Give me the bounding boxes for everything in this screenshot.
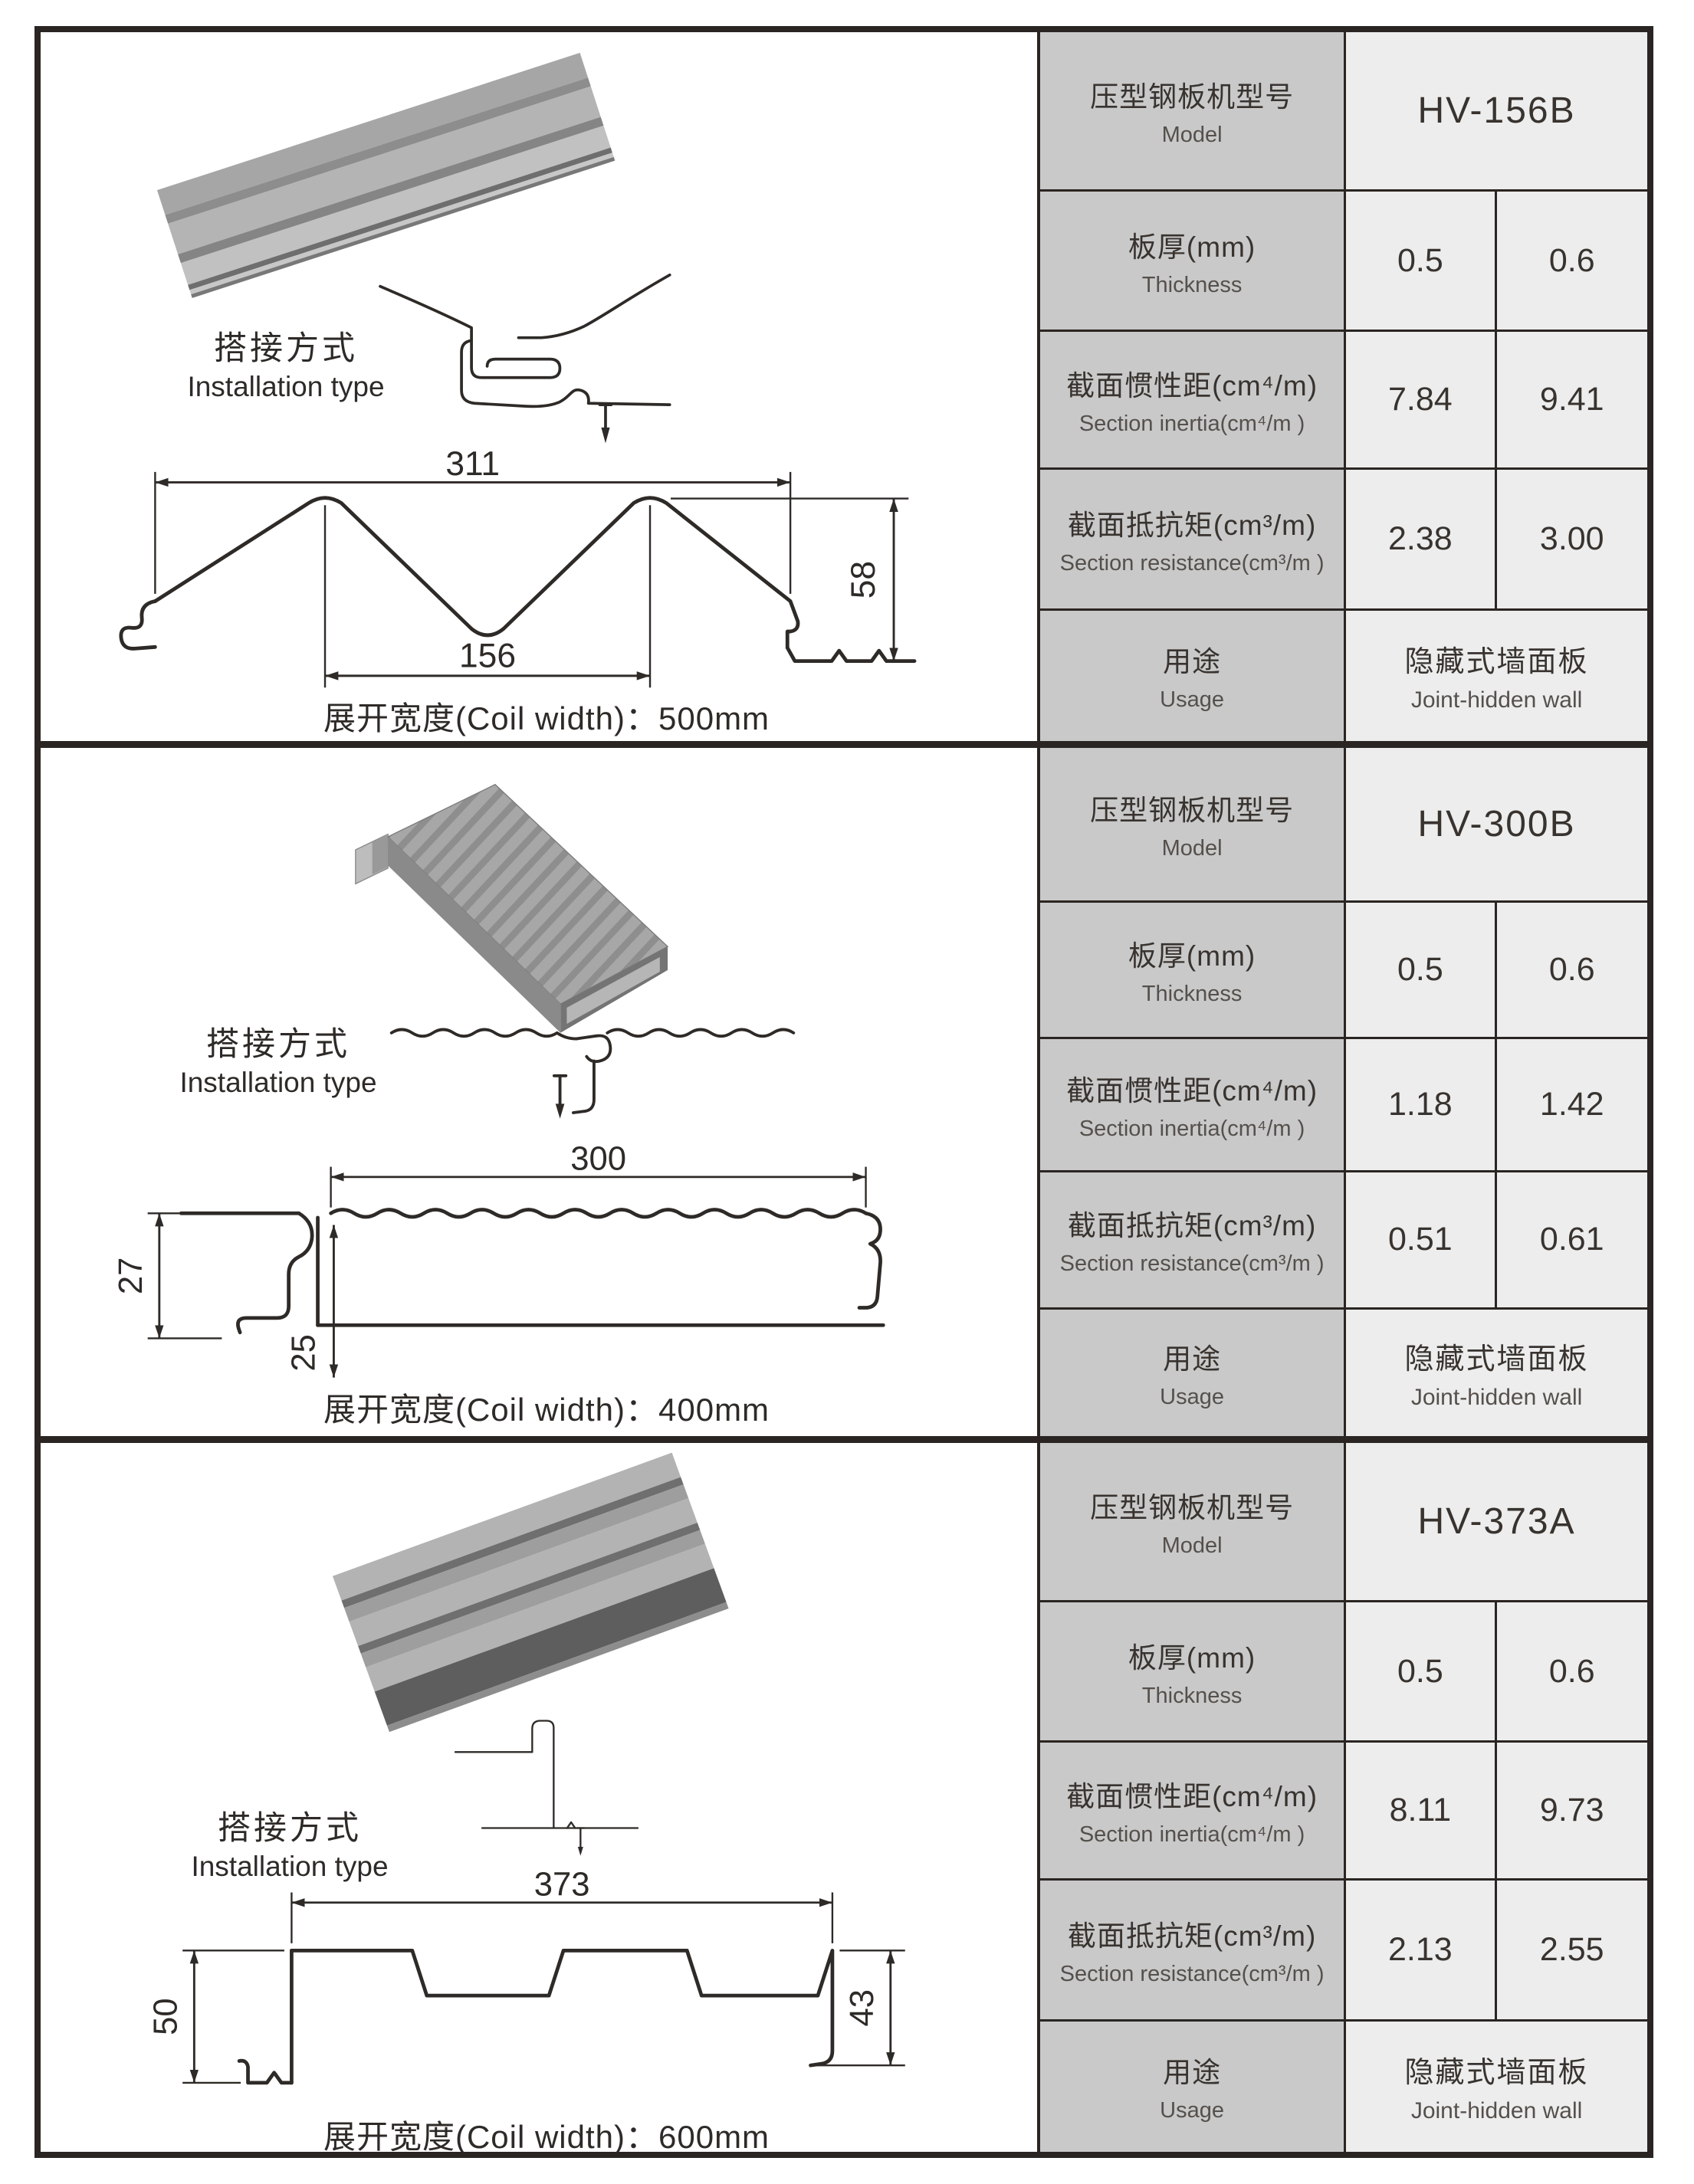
installation-diagram: [389, 1028, 796, 1119]
row-thickness-label: 板厚(mm) Thickness: [1040, 903, 1347, 1039]
spec-table-hv156b: 压型钢板机型号 Model HV-156B 板厚(mm) Thickness 0…: [1037, 32, 1647, 741]
row-usage-label: 用途 Usage: [1040, 610, 1347, 741]
installation-label: 搭接方式 Installation type: [152, 1802, 428, 1883]
usage-value: 隐藏式墙面板 Joint-hidden wall: [1346, 610, 1647, 741]
inertia-value-2: 1.42: [1496, 1038, 1647, 1173]
resistance-value-2: 2.55: [1496, 1880, 1647, 2022]
profile-diagram: 373 50 43: [148, 1871, 905, 2085]
thickness-value-1: 0.5: [1346, 903, 1497, 1039]
installation-label: 搭接方式 Installation type: [140, 1018, 416, 1099]
installation-label-en: Installation type: [179, 1066, 377, 1098]
profile-diagram: 311 156 58: [119, 450, 917, 688]
panel-3d-view: [156, 52, 616, 298]
installation-diagram: [379, 273, 671, 444]
thickness-value-2: 0.6: [1496, 903, 1647, 1039]
dim-left-height: 27: [113, 1258, 149, 1295]
dim-width: 300: [570, 1146, 626, 1177]
resistance-value-2: 3.00: [1496, 469, 1647, 611]
profile-diagram: 300 27 25: [113, 1146, 885, 1378]
row-inertia-label: 截面惯性距(cm⁴/m) Section inertia(cm⁴/m ): [1040, 1743, 1347, 1881]
coil-width-text: 展开宽度(Coil width)：600mm: [323, 2119, 770, 2153]
inertia-value-1: 1.18: [1346, 1038, 1497, 1173]
spec-table-hv373a: 压型钢板机型号 Model HV-373A 板厚(mm) Thickness 0…: [1037, 1443, 1647, 2153]
row-model-label: 压型钢板机型号 Model: [1040, 1443, 1347, 1603]
section-hv373a: 搭接方式 Installation type 373: [41, 1436, 1647, 2153]
coil-width-text: 展开宽度(Coil width)：500mm: [323, 700, 770, 736]
thickness-value-1: 0.5: [1346, 192, 1497, 333]
inertia-value-1: 8.11: [1346, 1743, 1497, 1881]
installation-diagram: [454, 1720, 639, 1856]
resistance-value-1: 0.51: [1346, 1172, 1497, 1310]
dim-inner-height: 25: [286, 1334, 323, 1372]
dim-left-height: 50: [148, 1998, 185, 2035]
panel-3d-view: [355, 783, 669, 1033]
dim-pitch: 156: [459, 637, 516, 674]
resistance-value-2: 0.61: [1496, 1172, 1647, 1310]
row-inertia-label: 截面惯性距(cm⁴/m) Section inertia(cm⁴/m ): [1040, 332, 1347, 470]
inertia-value-2: 9.41: [1496, 332, 1647, 470]
resistance-value-1: 2.38: [1346, 469, 1497, 611]
model-value: HV-300B: [1346, 747, 1647, 903]
inertia-value-2: 9.73: [1496, 1743, 1647, 1881]
row-thickness-label: 板厚(mm) Thickness: [1040, 1602, 1347, 1743]
dim-width: 373: [534, 1871, 590, 1903]
resistance-value-1: 2.13: [1346, 1880, 1497, 2022]
installation-label-en: Installation type: [191, 1851, 389, 1883]
row-model-label: 压型钢板机型号 Model: [1040, 747, 1347, 903]
row-model-label: 压型钢板机型号 Model: [1040, 32, 1347, 192]
row-resistance-label: 截面抵抗矩(cm³/m) Section resistance(cm³/m ): [1040, 1880, 1347, 2022]
row-thickness-label: 板厚(mm) Thickness: [1040, 192, 1347, 333]
usage-value: 隐藏式墙面板 Joint-hidden wall: [1346, 2021, 1647, 2152]
diagram-area-2: 搭接方式 Installation type 300: [41, 747, 1037, 1437]
installation-label-cn: 搭接方式: [218, 1810, 362, 1848]
section-hv300b: 搭接方式 Installation type 300: [41, 740, 1647, 1437]
model-value: HV-156B: [1346, 32, 1647, 192]
dim-height: 58: [845, 561, 882, 598]
thickness-value-2: 0.6: [1496, 192, 1647, 333]
installation-label: 搭接方式 Installation type: [133, 322, 439, 403]
dim-right-height: 43: [844, 1989, 881, 2027]
diagram-area-3: 搭接方式 Installation type 373: [41, 1443, 1037, 2153]
thickness-value-2: 0.6: [1496, 1602, 1647, 1743]
model-value: HV-373A: [1346, 1443, 1647, 1603]
row-resistance-label: 截面抵抗矩(cm³/m) Section resistance(cm³/m ): [1040, 469, 1347, 611]
row-usage-label: 用途 Usage: [1040, 1309, 1347, 1436]
panel-3d-view: [332, 1452, 729, 1733]
installation-label-cn: 搭接方式: [214, 330, 358, 367]
section-hv156b: 搭接方式 Installation type 311: [41, 32, 1647, 741]
coil-width-text: 展开宽度(Coil width)：400mm: [323, 1391, 770, 1428]
inertia-value-1: 7.84: [1346, 332, 1497, 470]
row-inertia-label: 截面惯性距(cm⁴/m) Section inertia(cm⁴/m ): [1040, 1038, 1347, 1173]
dim-width: 311: [445, 450, 500, 483]
catalog-page: 搭接方式 Installation type 311: [34, 26, 1653, 2158]
diagram-area-1: 搭接方式 Installation type 311: [41, 32, 1037, 741]
usage-value: 隐藏式墙面板 Joint-hidden wall: [1346, 1309, 1647, 1436]
installation-label-en: Installation type: [187, 371, 385, 402]
installation-label-cn: 搭接方式: [206, 1025, 350, 1063]
spec-table-hv300b: 压型钢板机型号 Model HV-300B 板厚(mm) Thickness 0…: [1037, 747, 1647, 1437]
thickness-value-1: 0.5: [1346, 1602, 1497, 1743]
row-usage-label: 用途 Usage: [1040, 2021, 1347, 2152]
row-resistance-label: 截面抵抗矩(cm³/m) Section resistance(cm³/m ): [1040, 1172, 1347, 1310]
